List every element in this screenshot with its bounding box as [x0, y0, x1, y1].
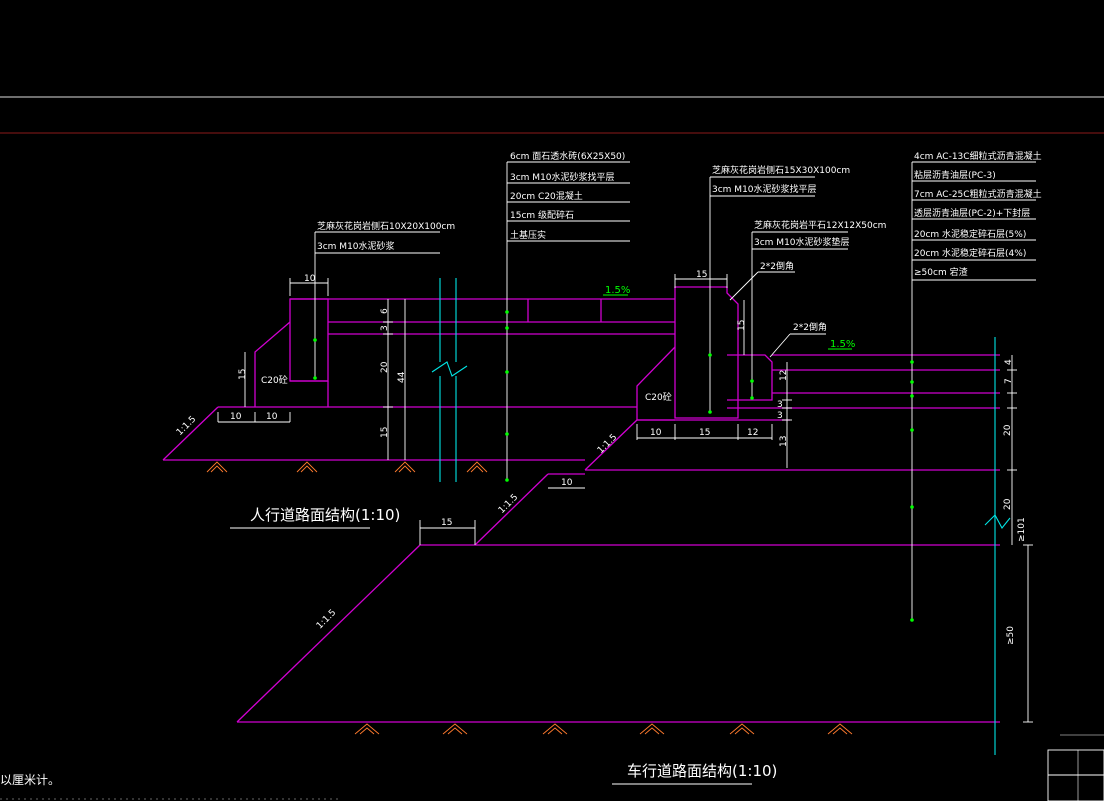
- rd-dim-step2: 15: [441, 518, 452, 528]
- roadway-title: 车行道路面结构(1:10): [627, 762, 777, 780]
- rd-right-dim-101: ≥101: [1017, 517, 1027, 542]
- sw-layer-3: 20cm C20混凝土: [510, 190, 583, 202]
- rd-right-dim-4: 4: [1004, 359, 1014, 365]
- rd-curb-callout-1: 芝麻灰花岗岩侧石15X30X100cm: [712, 164, 850, 176]
- rd-layer-4: 透层沥青油层(PC-2)+下封层: [914, 207, 1030, 219]
- rd-dim-mortar-2: 3: [777, 411, 783, 421]
- rd-dim-w12: 12: [747, 428, 758, 438]
- rd-curb-callout-2: 3cm M10水泥砂浆找平层: [712, 183, 817, 195]
- sw-side-slope: 1:1.5: [175, 415, 198, 438]
- rd-dim-mortar-1: 3: [777, 400, 783, 410]
- rd-dim-w10: 10: [650, 428, 662, 438]
- rd-layer-6: 20cm 水泥稳定碎石层(4%): [914, 247, 1026, 259]
- rd-dim-w15: 15: [699, 428, 710, 438]
- rd-dim-curb-height: 15: [737, 320, 747, 331]
- rd-flat-callout-1: 芝麻灰花岗岩平石12X12X50cm: [754, 219, 886, 231]
- rd-right-dim-20b: 20: [1003, 498, 1013, 510]
- chamfer-label-2: 2*2倒角: [793, 321, 827, 333]
- sw-dim-total: 44: [397, 371, 407, 383]
- rd-dim-curb-width: 15: [696, 270, 707, 280]
- rd-dim-base-13: 13: [779, 436, 789, 447]
- rd-right-dim-50: ≥50: [1006, 626, 1016, 645]
- sw-curb-callout-1: 芝麻灰花岗岩侧石10X20X100cm: [317, 220, 455, 232]
- leader-dots: [313, 310, 914, 622]
- rd-right-dim-20a: 20: [1003, 424, 1013, 436]
- sidewalk-title: 人行道路面结构(1:10): [250, 506, 400, 524]
- sw-dim-layer-20: 20: [380, 361, 390, 373]
- rd-cross-slope: 1.5%: [830, 339, 855, 350]
- sw-layer-5: 土基压实: [510, 229, 546, 241]
- sw-dim-backfill-h: 15: [238, 369, 248, 380]
- rd-flat-callout-2: 3cm M10水泥砂浆垫层: [754, 236, 850, 248]
- rd-side-slope-1: 1:1.5: [596, 433, 619, 456]
- note-line-1: 以厘米计。: [0, 773, 60, 787]
- rd-backfill-label: C20砼: [645, 391, 672, 403]
- rd-dim-flat-height: 12: [779, 370, 789, 381]
- rd-layer-7: ≥50cm 宕渣: [914, 266, 968, 278]
- sw-dim-layer-15: 15: [380, 427, 390, 438]
- leaders: [314, 161, 1036, 620]
- rd-layer-3: 7cm AC-25C粗粒式沥青混凝土: [914, 188, 1042, 200]
- break-line: [431, 278, 468, 482]
- rd-layer-1: 4cm AC-13C细粒式沥青混凝土: [914, 150, 1042, 162]
- sw-dim-curb-width: 10: [304, 274, 316, 284]
- sw-dim-base-w2: 10: [266, 412, 278, 422]
- sw-dim-layer-3: 3: [380, 325, 390, 331]
- rd-right-dim-7: 7: [1004, 378, 1014, 384]
- sw-layer-1: 6cm 面石透水砖(6X25X50): [510, 150, 625, 162]
- sw-cross-slope: 1.5%: [605, 285, 630, 296]
- sidewalk-section: [162, 298, 675, 461]
- chamfer-label-1: 2*2倒角: [760, 260, 794, 272]
- rd-layer-5: 20cm 水泥稳定碎石层(5%): [914, 228, 1026, 240]
- title-block-corner: [1047, 734, 1104, 801]
- sw-layer-4: 15cm 级配碎石: [510, 209, 574, 221]
- rd-layer-2: 粘层沥青油层(PC-3): [914, 169, 996, 181]
- sw-layer-2: 3cm M10水泥砂浆找平层: [510, 171, 615, 183]
- sw-backfill-label: C20砼: [261, 374, 288, 386]
- sw-dim-layer-6: 6: [380, 308, 390, 314]
- rd-dim-step1: 10: [561, 478, 573, 488]
- sw-curb-callout-2: 3cm M10水泥砂浆: [317, 240, 395, 252]
- sw-dim-base-w1: 10: [230, 412, 242, 422]
- dimension-lines: [217, 274, 1033, 723]
- soil-hatch: [206, 461, 853, 735]
- roadway-section: [236, 286, 1011, 755]
